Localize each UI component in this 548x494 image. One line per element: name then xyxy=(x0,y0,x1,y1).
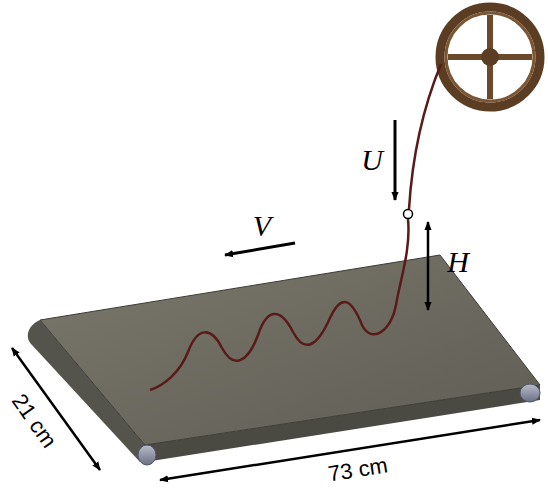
thread-meander xyxy=(150,219,409,390)
thread xyxy=(409,64,441,209)
conveyor-belt xyxy=(28,255,540,465)
velocity-arrow xyxy=(225,243,295,255)
belt-top-surface xyxy=(40,255,540,445)
velocity-arrow xyxy=(394,120,397,200)
dimension-label: 21 cm xyxy=(8,390,60,452)
nozzle-ring xyxy=(404,210,413,219)
spool-wheel xyxy=(440,7,540,107)
height-arrow xyxy=(427,222,430,310)
velocity-symbol: U xyxy=(361,145,383,175)
height-symbol: H xyxy=(447,247,469,277)
dimension-label: 73 cm xyxy=(327,454,390,485)
roller-end xyxy=(138,445,156,465)
roller-end xyxy=(520,384,540,402)
velocity-symbol: V xyxy=(253,211,271,241)
